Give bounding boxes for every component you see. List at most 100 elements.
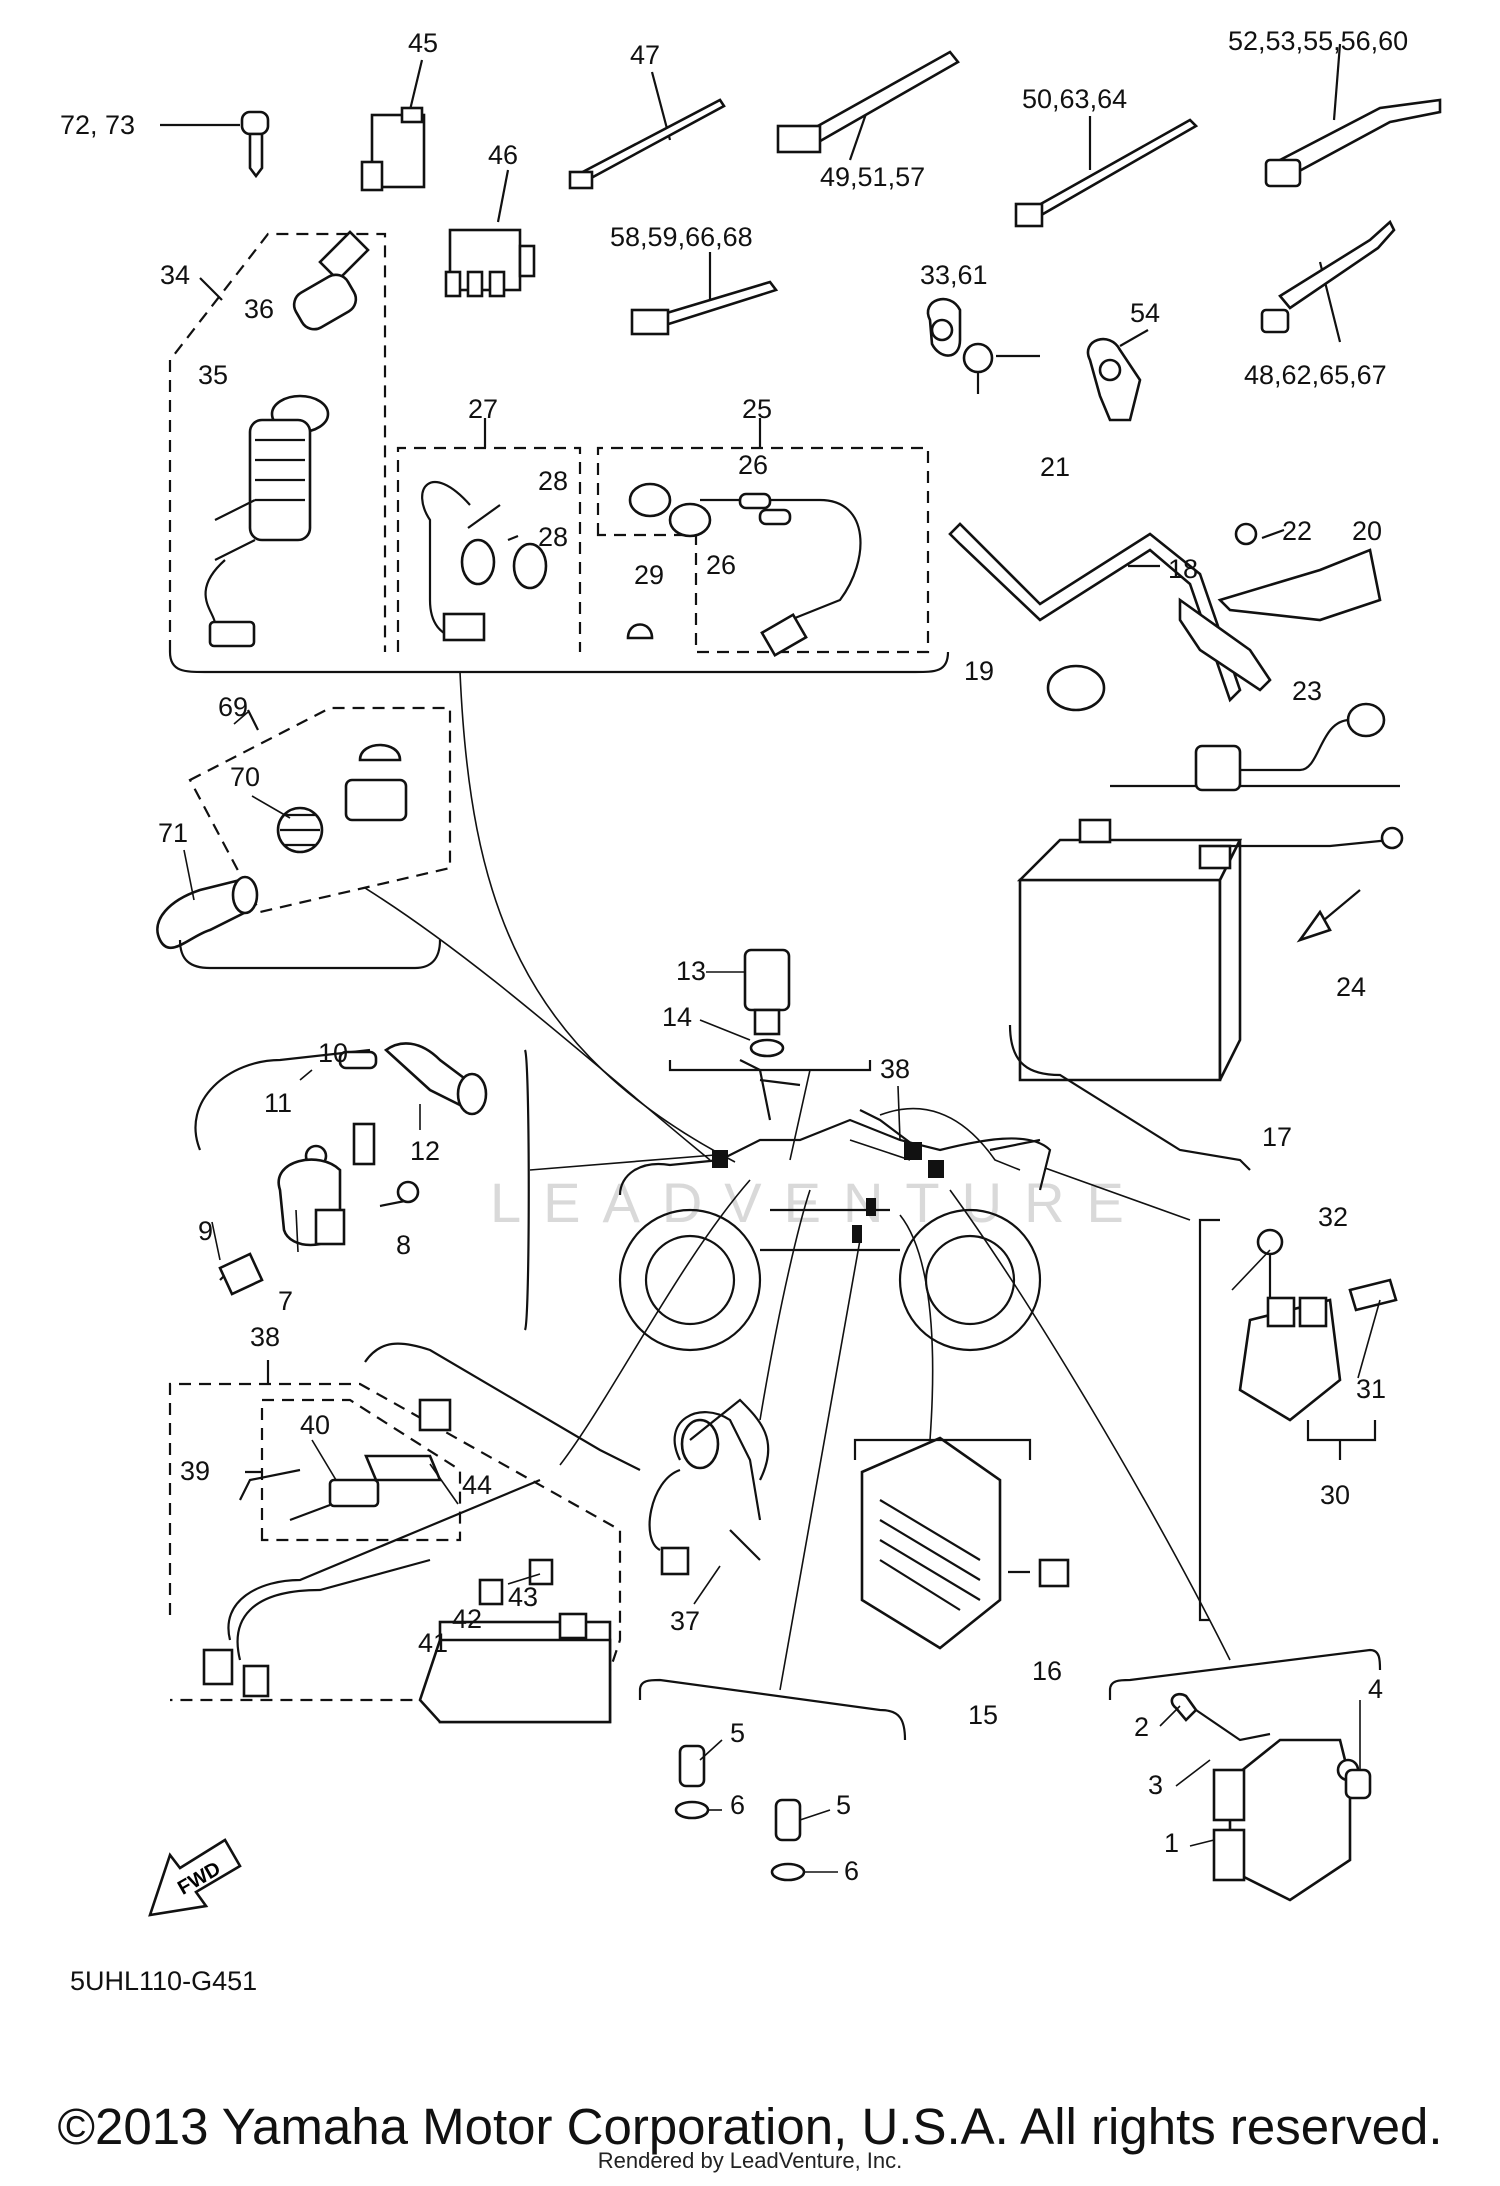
callout-42: 42: [452, 1604, 482, 1634]
callout-38a: 38: [880, 1054, 910, 1084]
brace-sender: [668, 1060, 872, 1072]
callout-11: 11: [264, 1088, 292, 1118]
watermark: LEADVENTURE: [490, 1171, 1146, 1234]
rectifier-part-15: [860, 1436, 1070, 1650]
callout-34: 34: [160, 260, 190, 290]
callout-23: 23: [1292, 676, 1322, 706]
callout-31: 31: [1356, 1374, 1386, 1404]
clamp-part-52: [1264, 43, 1442, 188]
callout-24: 24: [1336, 972, 1366, 1002]
cable-tie-part-48: [1260, 219, 1396, 343]
callout-13: 13: [676, 956, 706, 986]
callout-45: 45: [408, 28, 438, 58]
brace-cdi: [1108, 1648, 1382, 1700]
socket-group-69: [156, 706, 452, 949]
callout-54: 54: [1130, 298, 1160, 328]
callout-14: 14: [662, 1002, 692, 1032]
callout-25: 25: [742, 394, 772, 424]
forward-arrow-icon: FWD: [148, 1838, 242, 1917]
atv-vehicle: [618, 1059, 1052, 1352]
wire-harness-group-38: [168, 1360, 622, 1724]
callout-1: 1: [1164, 1828, 1179, 1858]
callout-32: 32: [1318, 1202, 1348, 1232]
callout-3: 3: [1148, 1770, 1163, 1800]
callout-39: 39: [180, 1456, 210, 1486]
callout-28b: 28: [538, 522, 568, 552]
callout-6a: 6: [730, 1790, 745, 1820]
cable-tie-part-50-63-64: [1014, 116, 1199, 228]
callout-35: 35: [198, 360, 228, 390]
callout-71: 71: [158, 818, 188, 848]
callout-labels: 45 47 52,53,55,56,60 50,63,64 72, 73 49,…: [60, 26, 1408, 1886]
brace-harness: [364, 1342, 641, 1471]
callout-22: 22: [1282, 516, 1312, 546]
callout-26a: 26: [738, 450, 768, 480]
callout-28a: 28: [538, 466, 568, 496]
leader-lines: [364, 671, 1231, 1691]
drawing-code: 5UHL110-G451: [70, 1966, 258, 1996]
callout-26b: 26: [706, 550, 736, 580]
callout-4: 4: [1368, 1674, 1383, 1704]
clip-part-54: [1086, 329, 1149, 422]
battery-bracket-18: [948, 342, 1382, 712]
callout-47: 47: [630, 40, 660, 70]
band-part-58-59-66-68: [630, 252, 779, 336]
bolt-washer-part-5-6: [674, 1744, 806, 1882]
callout-12: 12: [410, 1136, 440, 1166]
callout-leaders: [183, 711, 1381, 1873]
band-part-49-51-57: [776, 50, 960, 161]
callout-29: 29: [634, 560, 664, 590]
battery-bracket-line: [1008, 1024, 1251, 1171]
copyright-notice: ©2013 Yamaha Motor Corporation, U.S.A. A…: [57, 2098, 1443, 2155]
brace-rectifier: [853, 1438, 1032, 1460]
brace-switch-37: [689, 1398, 770, 1481]
switch-part-37: [648, 1411, 762, 1576]
callout-27: 27: [468, 394, 498, 424]
callout-72: 72, 73: [60, 110, 135, 140]
callout-30: 30: [1320, 1480, 1350, 1510]
callout-20: 20: [1352, 516, 1382, 546]
connector-part-45: [360, 59, 426, 192]
callout-10: 10: [318, 1038, 348, 1068]
relay-part-46: [444, 169, 536, 298]
callout-36: 36: [244, 294, 274, 324]
callout-50: 50,63,64: [1022, 84, 1127, 114]
callout-70: 70: [230, 762, 260, 792]
callout-41: 41: [418, 1628, 448, 1658]
cdi-unit-part-1: [1170, 1692, 1372, 1902]
callout-38b: 38: [250, 1322, 280, 1352]
rendered-by-notice: Rendered by LeadVenture, Inc.: [597, 2148, 903, 2173]
main-switch-group-34: [168, 230, 387, 652]
callout-33: 33,61: [920, 260, 988, 290]
callout-48: 48,62,65,67: [1244, 360, 1387, 390]
brace-socket: [178, 939, 442, 970]
callout-5b: 5: [836, 1790, 851, 1820]
callout-69: 69: [218, 692, 248, 722]
callout-17: 17: [1262, 1122, 1292, 1152]
callout-40: 40: [300, 1410, 330, 1440]
callout-49: 49,51,57: [820, 162, 925, 192]
clip-part-33-61: [926, 297, 962, 357]
brace-relay: [1198, 1218, 1220, 1622]
callout-18: 18: [1168, 554, 1198, 584]
callout-6b: 6: [844, 1856, 859, 1886]
callout-8: 8: [396, 1230, 411, 1260]
harness-group-25: [596, 418, 930, 658]
callout-46: 46: [488, 140, 518, 170]
brace-bolts: [638, 1678, 907, 1741]
callout-44: 44: [462, 1470, 492, 1500]
callout-15: 15: [968, 1700, 998, 1730]
callout-19: 19: [964, 656, 994, 686]
callout-7: 7: [278, 1286, 293, 1316]
callout-5a: 5: [730, 1718, 745, 1748]
starter-relay-group-30: [1238, 1228, 1398, 1460]
callout-52: 52,53,55,56,60: [1228, 26, 1408, 56]
callout-9: 9: [198, 1216, 213, 1246]
ignition-coil-group-7: [194, 1042, 530, 1331]
harness-group-27: [396, 418, 582, 652]
battery-part-17: [1016, 702, 1404, 1082]
sender-part-13: [743, 948, 791, 1058]
brace-top-groups: [168, 651, 950, 674]
callout-58: 58,59,66,68: [610, 222, 753, 252]
